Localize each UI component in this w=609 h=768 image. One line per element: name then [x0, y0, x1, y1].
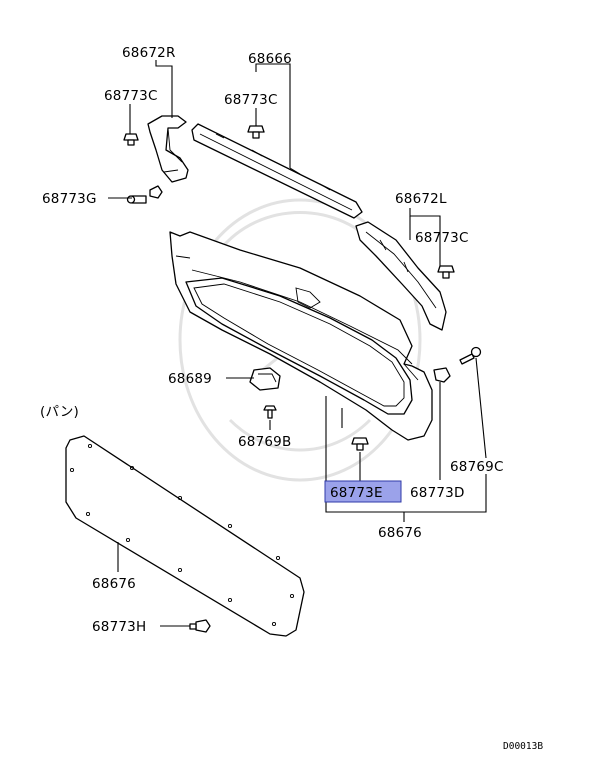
label-68676-left[interactable]: 68676: [92, 576, 136, 592]
clip-68773E[interactable]: [351, 437, 369, 451]
label-pan: (パン): [40, 404, 79, 420]
screw-68769B[interactable]: [263, 405, 277, 419]
label-68666[interactable]: 68666: [248, 51, 292, 67]
part-68672R-trim[interactable]: [147, 115, 189, 183]
label-68773G[interactable]: 68773G: [42, 191, 97, 207]
part-68676-cover-panel[interactable]: [65, 435, 305, 637]
clip-68773D[interactable]: [433, 367, 451, 383]
label-68773C-left[interactable]: 68773C: [104, 88, 158, 104]
label-68672R[interactable]: 68672R: [122, 45, 176, 61]
part-68672L-trim[interactable]: [355, 221, 447, 331]
label-68689[interactable]: 68689: [168, 371, 212, 387]
clip-68773C-left[interactable]: [123, 133, 139, 146]
clip-68773C-right[interactable]: [437, 265, 455, 279]
clip-68773C-top[interactable]: [247, 125, 265, 139]
part-68676-tailgate-trim[interactable]: [169, 231, 433, 441]
part-68666-garnish[interactable]: [191, 123, 363, 219]
leader-lines: [108, 60, 487, 627]
label-68773C-top[interactable]: 68773C: [224, 92, 278, 108]
label-68773E[interactable]: 68773E: [330, 485, 383, 501]
part-68689-lamp[interactable]: [249, 367, 281, 391]
label-68672L[interactable]: 68672L: [395, 191, 447, 207]
clip-68773H[interactable]: [189, 619, 211, 633]
label-68769C[interactable]: 68769C: [450, 459, 504, 475]
drawing-code: D00013B: [503, 741, 543, 752]
label-68676-top[interactable]: 68676: [378, 525, 422, 541]
label-68773C-right[interactable]: 68773C: [415, 230, 469, 246]
screw-68769C[interactable]: [459, 346, 482, 365]
clip-68773G[interactable]: [126, 185, 163, 204]
label-68773H[interactable]: 68773H: [92, 619, 146, 635]
highlight-68773E: [324, 480, 402, 503]
label-68773D[interactable]: 68773D: [410, 485, 465, 501]
label-68769B[interactable]: 68769B: [238, 434, 291, 450]
